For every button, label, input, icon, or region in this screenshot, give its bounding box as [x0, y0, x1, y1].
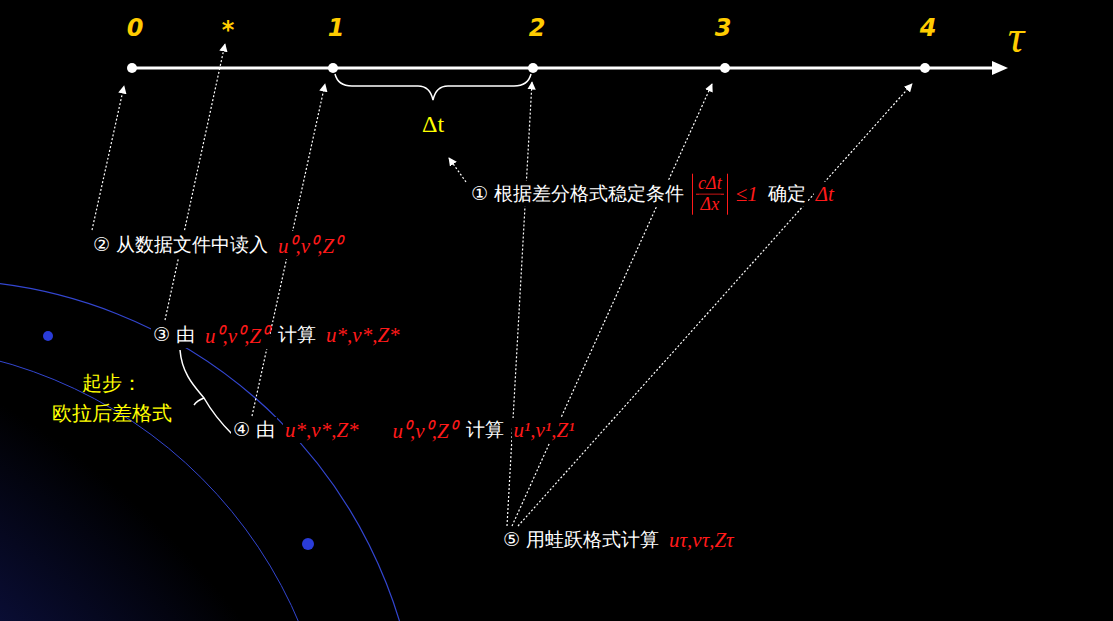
axis-tick: [127, 63, 137, 73]
step-row: ④ 由u*,v*,Z* u⁰,v⁰,Z⁰计算u¹,v¹,Z¹: [228, 416, 579, 444]
step-row: ⑤ 用蛙跃格式计算uτ,vτ,Zτ: [498, 527, 739, 553]
axis-tick-label: 1: [328, 14, 345, 42]
globe-dot: [302, 538, 314, 550]
globe-dot: [43, 331, 53, 341]
step-row: ② 从数据文件中读入u⁰,v⁰,Z⁰: [88, 231, 346, 259]
axis-tick-label: 2: [529, 14, 546, 42]
math-expression: uτ,vτ,Zτ: [667, 528, 736, 553]
axis-tick: [528, 63, 538, 73]
fraction: cΔtΔx: [692, 174, 728, 215]
step-text: ① 根据差分格式稳定条件: [469, 181, 686, 207]
axis-tick-label: 3: [715, 14, 732, 42]
step-text: 计算: [464, 417, 506, 443]
math-expression: Δx: [699, 195, 722, 215]
step-text: 计算: [276, 322, 318, 348]
step-row: ① 根据差分格式稳定条件cΔtΔx≤1确定Δt: [466, 174, 839, 215]
math-expression: cΔt: [696, 174, 724, 195]
interval-brace: [335, 74, 531, 100]
step-row: ③ 由u⁰,v⁰,Z⁰计算u*,v*,Z*: [148, 321, 405, 349]
axis-title: τ: [1008, 10, 1024, 63]
math-expression: u¹,v¹,Z¹: [512, 418, 577, 443]
leader-line: [92, 86, 124, 230]
math-expression: u⁰,v⁰,Z⁰: [391, 416, 458, 444]
globe-arc: [0, 280, 420, 621]
math-expression: u*,v*,Z*: [324, 323, 402, 348]
axis-tick: [720, 63, 730, 73]
interval-label: Δt: [420, 111, 446, 138]
axis-arrowhead: [992, 61, 1008, 75]
step-text: 确定: [766, 181, 808, 207]
axis-tick-label: *: [222, 16, 235, 44]
math-expression: u⁰,v⁰,Z⁰: [276, 231, 343, 259]
leader-line: [165, 44, 225, 320]
axis-tick-label: 4: [920, 14, 937, 42]
leader-line: [449, 158, 466, 182]
step-text: ⑤ 用蛙跃格式计算: [501, 527, 661, 553]
time-axis: [132, 67, 995, 70]
axis-tick: [920, 63, 930, 73]
axis-tick-label: 0: [127, 14, 144, 42]
math-expression: Δt: [814, 182, 836, 207]
leader-line: [512, 84, 712, 526]
math-expression: u⁰,v⁰,Z⁰: [203, 321, 270, 349]
leader-line: [507, 82, 532, 526]
step-text: ④ 由: [231, 417, 277, 443]
globe-glow: [0, 280, 420, 621]
math-expression: u*,v*,Z*: [283, 418, 361, 443]
bracket-label: 起步： 欧拉后差格式: [46, 368, 178, 428]
step-text: ② 从数据文件中读入: [91, 232, 270, 258]
step-text: ③ 由: [151, 322, 197, 348]
globe-arc: [0, 345, 335, 621]
group-brace: [180, 350, 232, 434]
leader-line: [518, 84, 912, 526]
axis-tick: [328, 63, 338, 73]
math-expression: ≤1: [734, 182, 760, 207]
